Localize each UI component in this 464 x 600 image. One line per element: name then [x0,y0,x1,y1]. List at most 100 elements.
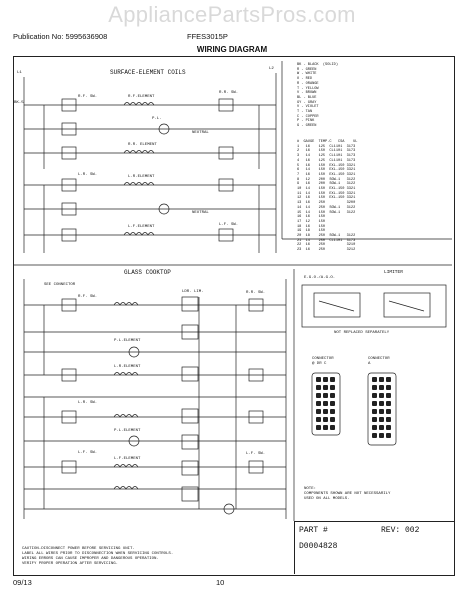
connector-pin [323,409,328,414]
connector-pin [379,377,384,382]
connector-pin [330,393,335,398]
pl-element-label-2: P.L.ELEMENT [114,429,141,433]
wire-spec-row: 6 14 150 EXL-150 3321 [297,168,356,173]
publication-number: Publication No: 5995636908 [13,32,108,41]
connector-pin [379,425,384,430]
connector-pin [379,417,384,422]
connector-pin [379,401,384,406]
connector-b-label: CONNECTOR A [368,357,390,366]
wire-spec-table: # GAUGE TEMP.C CSA UL 1 16 125 CL1101 31… [297,140,357,253]
wire-spec-row: 8 12 200 SGW-1 3122 [297,177,356,182]
wire-spec-row: 7 16 150 EXL-150 3321 [297,172,356,177]
lf-switch-label-3: L.F. SW. [246,452,266,456]
pl-element-label: P.L.ELEMENT [114,339,141,343]
color-key-row: V - VIOLET [297,105,319,110]
connector-pin [330,401,335,406]
connector-pin [386,377,391,382]
bk-label: BK-5 [14,101,24,105]
connector-pin [372,401,377,406]
connector-pin [386,417,391,422]
connector-pin [323,401,328,406]
connector-pin [386,385,391,390]
wire-spec-row: 12 16 150 EXL-150 3321 [297,196,356,201]
lr-switch-label-2: L.R. SW. [78,401,98,405]
wire-spec-row: 10 14 150 EXL-150 3321 [297,187,356,192]
connector-pin [330,409,335,414]
connector-pin [316,409,321,414]
l2-label: L2 [269,67,274,71]
connector-pin [386,433,391,438]
caution-note: CAUTION-DISCONNECT POWER BEFORE SERVICIN… [22,547,174,566]
schematic-lines [14,61,452,521]
lf-switch-label: L.F. SW. [219,223,239,227]
not-replaced-label: NOT REPLACED SEPARATELY [334,331,390,335]
connector-pin [386,393,391,398]
connector-pin [379,433,384,438]
rf-switch-label-2: R.F. SW. [78,295,98,299]
lr-element-label: L.R.ELEMENT [128,175,155,179]
wire-spec-row: 17 12 150 [297,219,330,224]
rr-switch-label-2: R.R. SW. [246,291,266,295]
rf-element-label: R.F.ELEMENT [128,95,155,99]
color-key-row: C - COPPER [297,114,319,119]
color-key-row: BK - BLACK (SOLID) [297,63,338,67]
wire-spec-row: 16 16 150 [297,215,347,220]
rr-element-label: R.R. ELEMENT [128,143,157,147]
connector-pin [323,377,328,382]
connector-pin [330,417,335,422]
color-key-row: BL - BLUE [297,95,317,100]
wire-spec-row: 11 14 150 EXL-150 3321 [297,191,356,196]
color-key-row: G - GREEN [297,124,317,129]
wire-spec-row: 23 16 250 3212 [297,248,356,253]
lf-element-label: L.F.ELEMENT [128,225,155,229]
watermark: AppliancePartsPros.com [108,2,356,27]
connector-pin [372,385,377,390]
part-block: PART # REV: 002 D0004828 [294,521,454,574]
wire-spec-row: 21 14 250 CL1101 3173 [297,238,356,243]
connector-pin [323,393,328,398]
color-key-row: T - YELLOW [297,86,319,91]
connector-pin [316,401,321,406]
connector-pin [372,425,377,430]
lr-element-label-2: L.R.ELEMENT [114,365,141,369]
connector-pin [372,433,377,438]
connector-pin [316,425,321,430]
wire-spec-row: 5 16 150 EXL-150 3321 [297,163,356,168]
connector-pin [323,425,328,430]
color-key-row: R - ORANGE [297,81,319,86]
connector-pin [316,417,321,422]
lf-switch-label-2: L.F. SW. [78,451,98,455]
connector-pin [372,409,377,414]
connector-pin [330,385,335,390]
connector-pin [386,409,391,414]
lr-switch-label: L.R. SW. [78,173,98,177]
connector-pin [330,425,335,430]
connector-pin [316,385,321,390]
lf-element-label-2: L.F.ELEMENT [114,457,141,461]
connector-pin [372,393,377,398]
wire-spec-row: 2 16 150 CL1101 3173 [297,149,356,154]
color-key-row: GY - GRAY [297,100,317,105]
rf-switch-label: R.F. SW. [78,95,98,99]
part-label: PART # [299,526,328,535]
diagram-title: WIRING DIAGRAM [196,45,268,54]
color-key-row: W - WHITE [297,72,317,77]
connector-pin [323,417,328,422]
connector-a-label: CONNECTOR @ DR C [312,357,334,366]
color-key-row: P - PINK [297,119,315,124]
wire-spec-row: 13 16 250 3200 [297,201,356,206]
wire-spec-row: 1 16 125 CL1101 3173 [297,144,356,149]
footer-date: 09/13 [13,578,32,587]
limiter-title: LIMITER [384,270,403,275]
connector-pin [386,401,391,406]
connector-pin [372,377,377,382]
connector-pin [379,409,384,414]
revision-label: REV: 002 [381,526,420,535]
limiter-label: LDR. LIM. [182,290,204,294]
wire-spec-row: 19 18 150 [297,229,330,234]
color-key-row: T - TAN [297,110,313,115]
section-glass-cooktop: GLASS COOKTOP [124,269,171,276]
wire-spec-row: 22 16 250 3210 [297,243,356,248]
wire-spec-row: 20 18 250 SGW-1 3122 [297,234,356,239]
